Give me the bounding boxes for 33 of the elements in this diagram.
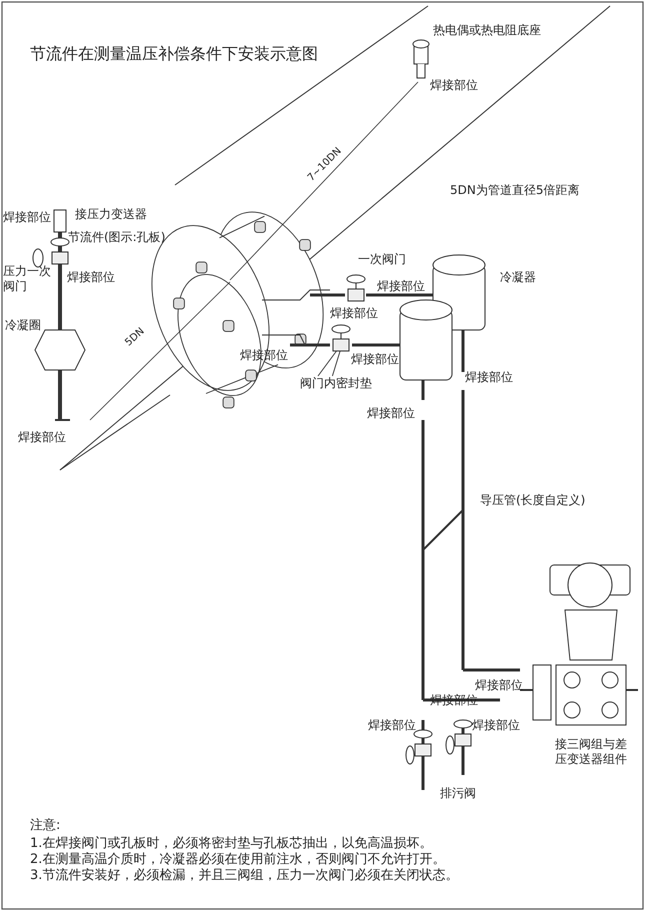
label-text: 焊接部位: [368, 718, 416, 733]
label-text: 焊接部位: [472, 718, 520, 733]
label-text: 焊接部位: [367, 406, 415, 421]
note-text: 2.在测量高温介质时，冷凝器必须在使用前注水，否则阀门不允许打开。: [30, 852, 446, 867]
label-text: 冷凝器: [500, 270, 536, 285]
label-text: 导压管(长度自定义): [480, 493, 586, 508]
label-text: 焊接部位: [430, 693, 478, 708]
diagram-title: 节流件在测量温压补偿条件下安装示意图: [30, 44, 318, 64]
label-text: 焊接部位: [67, 270, 115, 285]
valve-drawing: [332, 324, 350, 352]
note-text: 1.在焊接阀门或孔板时，必须将密封垫与孔板芯抽出，以免高温损坏。: [30, 836, 432, 851]
label-text: 焊接部位: [475, 678, 523, 693]
label-text: 焊接部位: [330, 306, 378, 321]
label-text: 焊接部位: [377, 279, 425, 294]
label-text: 接压力变送器: [75, 207, 147, 222]
label-text: 焊接部位: [351, 352, 399, 367]
note-text: 注意:: [30, 818, 60, 833]
label-text: 排污阀: [440, 786, 476, 801]
label-text: 焊接部位: [18, 430, 66, 445]
label-text: 接三阀组与差压变送器组件: [555, 737, 628, 767]
note-text: 3.节流件安装好，必须检漏，并且三阀组，压力一次阀门必须在关闭状态。: [30, 868, 458, 883]
label-text: 焊接部位: [430, 78, 478, 93]
label-text: 热电偶或热电阻底座: [433, 23, 541, 38]
leader-line: [332, 350, 341, 376]
label-text: 一次阀门: [358, 252, 406, 267]
label-text: 节流件(图示:孔板): [68, 230, 166, 245]
label-text: 阀门内密封垫: [300, 376, 372, 391]
label-text: 5DN为管道直径5倍距离: [450, 183, 580, 198]
label-text: 焊接部位: [465, 370, 513, 385]
label-text: 冷凝圈: [5, 318, 41, 333]
leader-line: [318, 350, 337, 376]
label-text: 压力一次阀门: [3, 264, 52, 294]
label-text: 焊接部位: [3, 210, 51, 225]
